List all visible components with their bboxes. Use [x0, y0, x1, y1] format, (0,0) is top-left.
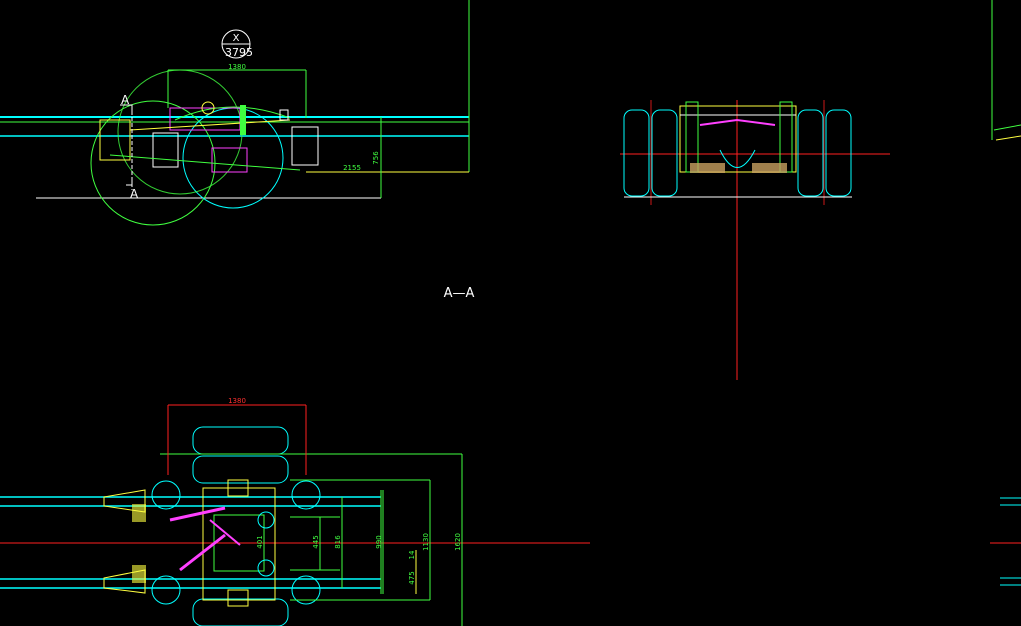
lower-link — [109, 154, 301, 171]
wheel-travel-arc — [117, 69, 243, 195]
tire-right-inner — [797, 109, 824, 197]
right-edge-slope — [993, 124, 1021, 131]
right-edge-slope-2 — [995, 135, 1021, 141]
view-title: A—A — [444, 286, 475, 301]
plan-link-upper — [169, 506, 226, 522]
mount-block — [279, 109, 289, 121]
plan-hub-br — [291, 575, 321, 605]
plan-hub-bl — [151, 575, 181, 605]
plan-dim-v2-text: 816 — [334, 535, 342, 549]
plan-bracket-top — [227, 479, 249, 497]
plan-dim-v8-text: 401 — [256, 535, 264, 548]
plan-spring-bottom — [257, 559, 275, 577]
plan-dim-v5-text: 1620 — [454, 533, 462, 551]
plan-dim-v1-text: 445 — [312, 535, 320, 548]
plan-front-bracket-bottom — [103, 569, 146, 594]
pivot-joint — [201, 101, 215, 115]
plan-dim-v3-text: 990 — [375, 535, 383, 548]
plan-bracket-bottom — [227, 589, 249, 607]
dim-text-side-height: 756 — [372, 151, 380, 165]
tire-left-outer — [623, 109, 650, 197]
plan-link-diag — [209, 519, 241, 546]
rear-frame-box — [679, 105, 797, 173]
axle-housing — [211, 147, 248, 173]
dim-text-side-length: 2155 — [343, 164, 361, 172]
plan-dim-v6-text: 475 — [408, 571, 416, 584]
wheel-outline-rear — [182, 107, 284, 209]
plan-dim-v7-text: 14 — [408, 550, 416, 559]
plan-hub-tr — [291, 480, 321, 510]
plan-tire-bottom — [192, 598, 289, 626]
section-label-lower: A — [130, 187, 139, 201]
shock-absorber — [240, 105, 246, 135]
plan-view: 1380 445 816 990 1130 1620 475 14 401 — [0, 397, 590, 626]
balloon-top-text: X — [233, 33, 240, 44]
tire-right-outer — [825, 109, 852, 197]
plan-dim-width-text: 1380 — [228, 397, 246, 405]
balloon-bottom-text: 3795 — [225, 46, 253, 59]
plan-spring-top — [257, 511, 275, 529]
tire-left-inner — [651, 109, 678, 197]
plan-front-block-top — [132, 504, 146, 522]
plan-center-frame — [202, 487, 276, 601]
plan-tire-top-2 — [192, 455, 289, 484]
rear-differential — [719, 149, 756, 168]
rear-bracket-left — [685, 101, 699, 173]
air-spring-front — [152, 132, 179, 168]
rear-view — [620, 100, 890, 380]
section-label-upper: A — [121, 93, 130, 107]
plan-link-lower — [179, 533, 226, 572]
rear-bracket-right — [779, 101, 793, 173]
side-view: A A X 3795 1380 2155 756 — [0, 0, 470, 226]
upper-link — [129, 119, 291, 131]
rear-pad-left — [690, 163, 725, 173]
front-bracket — [99, 119, 131, 161]
plan-dim-v4-text: 1130 — [422, 533, 430, 551]
plan-hub-tl — [151, 480, 181, 510]
air-spring-rear — [291, 126, 319, 166]
dim-text-side-width: 1380 — [228, 63, 246, 71]
plan-front-block-bottom — [132, 565, 146, 583]
stabilizer-curve — [174, 106, 291, 121]
section-arrow-lower — [126, 180, 133, 186]
rear-pad-right — [752, 163, 787, 173]
plan-tire-top-1 — [192, 426, 289, 455]
rear-linkage — [699, 118, 776, 126]
right-partial-view — [990, 0, 1021, 586]
section-arrow-upper — [120, 104, 133, 112]
